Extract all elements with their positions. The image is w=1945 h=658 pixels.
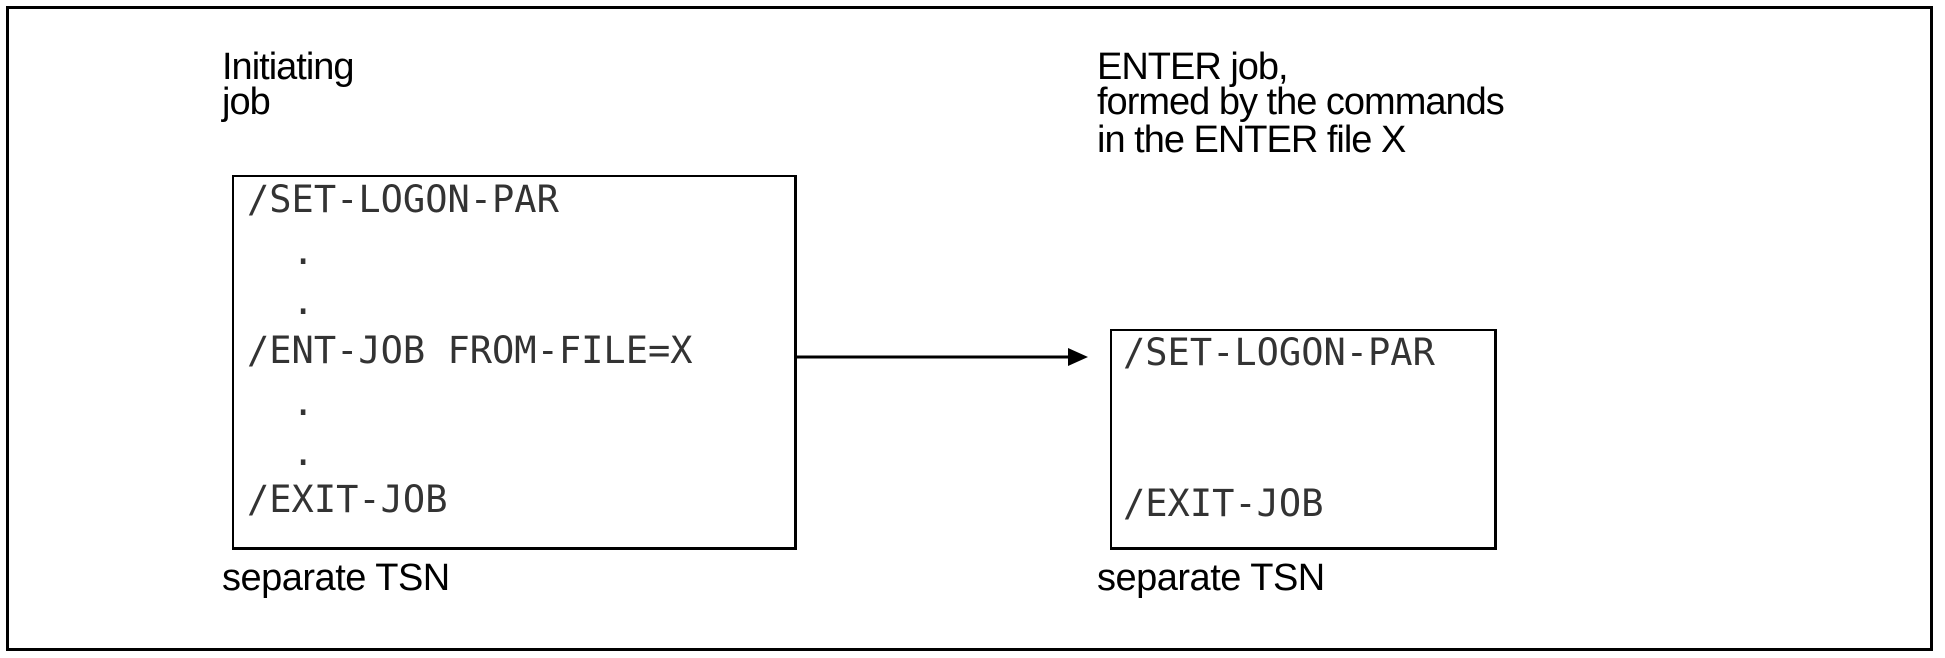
ent-job-command: /ENT-JOB FROM-FILE=X	[247, 329, 693, 372]
caption-line: Initiating	[222, 46, 355, 88]
exit-job-command: /EXIT-JOB	[247, 478, 448, 521]
left-separate-tsn-label: separate TSN	[222, 557, 450, 599]
caption-line: job	[222, 81, 271, 123]
exit-job-command: /EXIT-JOB	[1123, 482, 1324, 525]
set-logon-par-command: /SET-LOGON-PAR	[247, 178, 559, 221]
continuation-dot: .	[292, 280, 315, 323]
diagram-frame	[6, 6, 1933, 651]
set-logon-par-command: /SET-LOGON-PAR	[1123, 331, 1435, 374]
right-separate-tsn-label: separate TSN	[1097, 557, 1325, 599]
initiating-job-caption: Initiating job	[222, 46, 355, 123]
caption-line: formed by the commands	[1097, 81, 1505, 123]
enter-job-box	[1110, 329, 1497, 550]
initiating-job-box	[232, 175, 797, 550]
continuation-dot: .	[292, 230, 315, 273]
caption-line: ENTER job,	[1097, 46, 1289, 88]
continuation-dot: .	[292, 431, 315, 474]
arrowhead-icon	[1068, 348, 1088, 366]
continuation-dot: .	[292, 381, 315, 424]
caption-line: in the ENTER file X	[1097, 119, 1406, 161]
enter-job-caption: ENTER job, formed by the commands in the…	[1097, 46, 1505, 161]
